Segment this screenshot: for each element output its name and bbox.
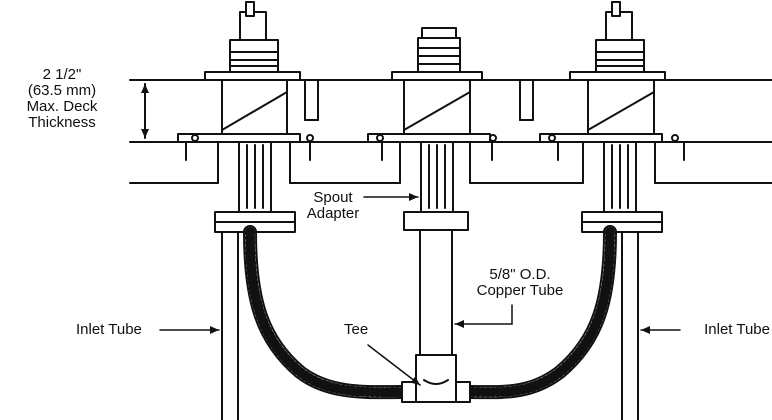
inlet-tube-left-label: Inlet Tube (76, 321, 142, 338)
deck-thickness-line3: Max. Deck (26, 98, 98, 115)
tee-label: Tee (344, 321, 369, 338)
tee-leader (367, 344, 421, 386)
right-flex-hose (463, 225, 617, 400)
spout-adapter-label: Spout Adapter (300, 190, 366, 222)
spout-adapter-line2: Adapter (306, 205, 360, 222)
deck-thickness-label: 2 1/2" (63.5 mm) Max. Deck Thickness (2, 67, 122, 131)
left-flex-hose (243, 225, 409, 400)
deck-thickness-line2: (63.5 mm) (27, 82, 97, 99)
center-spout (367, 27, 497, 356)
copper-tube-line2: Copper Tube (476, 282, 564, 299)
deck-thickness-line4: Thickness (28, 114, 96, 131)
tee-fitting (401, 354, 471, 403)
spout-adapter-line1: Spout (313, 189, 353, 206)
right-valve (539, 1, 685, 420)
deck-thickness-line1: 2 1/2" (42, 66, 82, 83)
inlet-tube-right-label: Inlet Tube (704, 321, 770, 338)
copper-tube-line1: 5/8" O.D. (489, 266, 551, 283)
left-valve (177, 1, 314, 420)
copper-tube-label: 5/8" O.D. Copper Tube (470, 267, 570, 299)
